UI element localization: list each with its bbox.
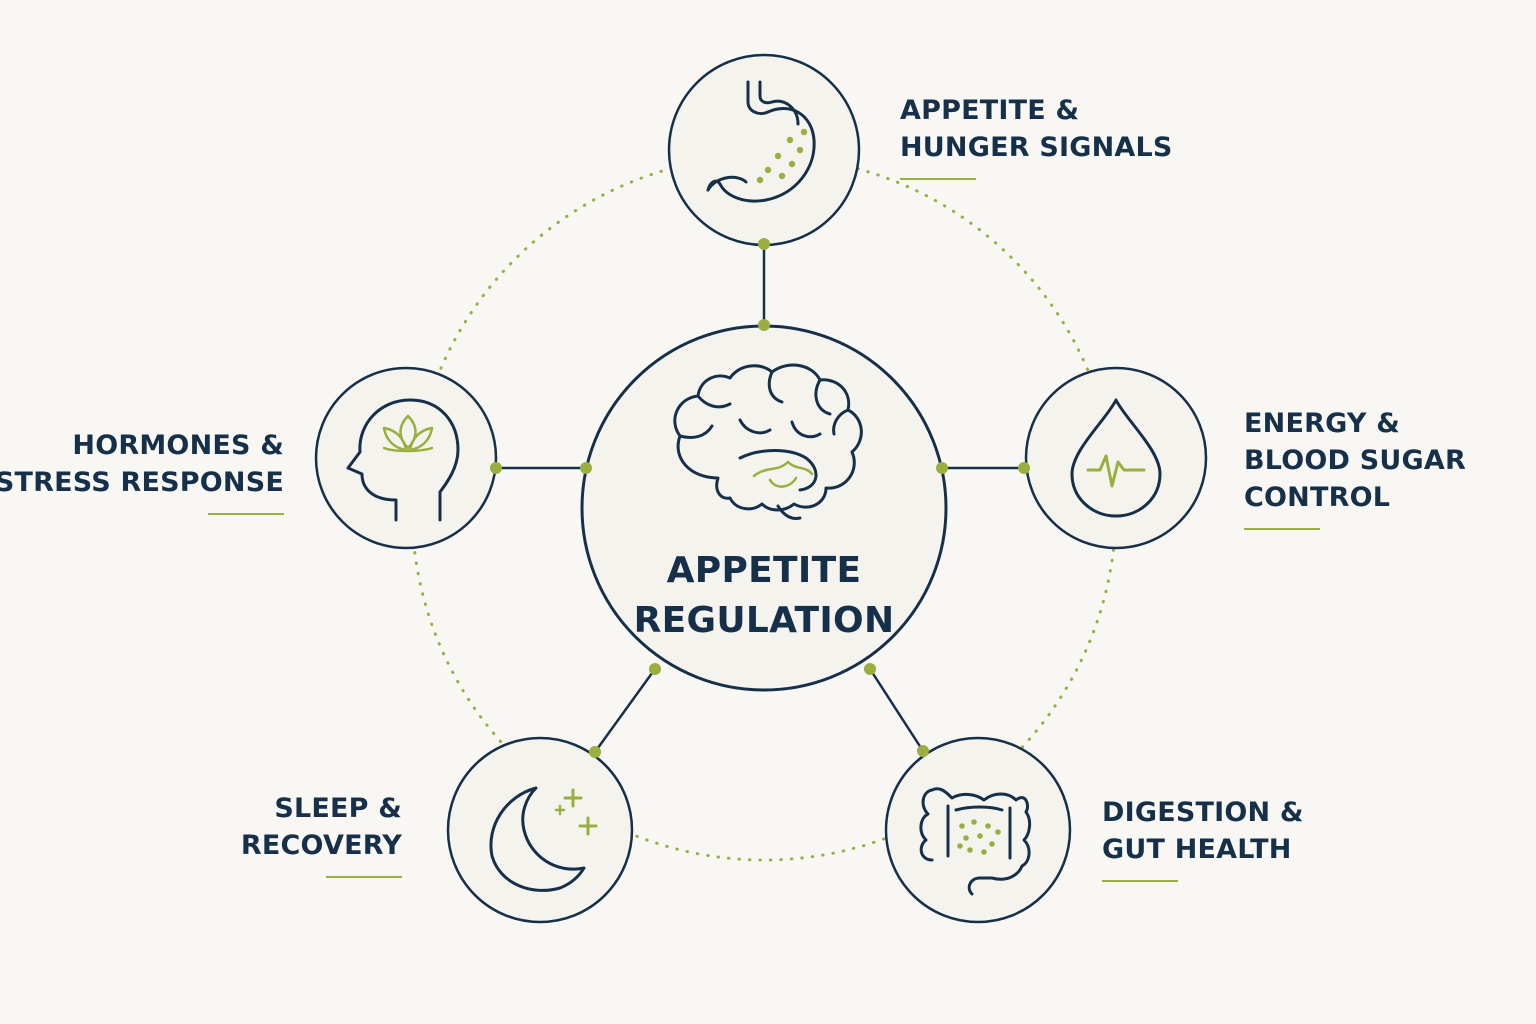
connector-dots	[490, 238, 1030, 758]
dot	[936, 462, 948, 474]
head-lotus-icon	[346, 398, 460, 522]
stomach-icon	[706, 80, 816, 203]
dot	[864, 663, 876, 675]
label-energy-underline	[1244, 528, 1320, 530]
connectors	[496, 244, 1024, 753]
stomach-dots	[756, 128, 808, 184]
label-digestion: DIGESTION & GUT HEALTH	[1102, 794, 1304, 882]
node-circle-sleep	[446, 736, 634, 924]
label-energy: ENERGY & BLOOD SUGAR CONTROL	[1244, 405, 1466, 530]
label-energy-line1: ENERGY &	[1244, 408, 1400, 439]
label-appetite-underline	[900, 178, 976, 180]
label-hormones: HORMONES & STRESS RESPONSE	[0, 427, 284, 515]
label-energy-line3: CONTROL	[1244, 482, 1391, 513]
label-energy-line2: BLOOD SUGAR	[1244, 445, 1466, 476]
label-sleep-underline	[326, 876, 402, 878]
brain-highlight	[752, 460, 814, 488]
label-hormones-line2: STRESS RESPONSE	[0, 467, 284, 498]
intestine-icon	[919, 787, 1032, 896]
connector-digestion	[868, 668, 925, 752]
brain-icon	[673, 363, 863, 520]
connector-sleep	[593, 668, 657, 753]
dot	[580, 462, 592, 474]
center-title: APPETITE REGULATION	[583, 546, 945, 646]
dot	[1018, 462, 1030, 474]
dot	[758, 238, 770, 250]
dot	[649, 663, 661, 675]
dot	[758, 319, 770, 331]
label-hormones-line1: HORMONES &	[72, 430, 284, 461]
moon-icon	[489, 786, 598, 892]
label-digestion-underline	[1102, 880, 1178, 882]
node-circle-hormones	[314, 366, 498, 550]
node-circle-appetite	[667, 53, 861, 247]
intestine-dots	[957, 819, 1001, 855]
node-circle-digestion	[884, 736, 1072, 924]
blood-drop-icon	[1070, 398, 1162, 518]
label-sleep: SLEEP & RECOVERY	[241, 790, 402, 878]
label-appetite-line1: APPETITE &	[900, 95, 1080, 126]
label-hormones-underline	[208, 513, 284, 515]
center-title-line1: APPETITE	[666, 550, 862, 591]
center-title-line2: REGULATION	[633, 600, 895, 641]
label-digestion-line2: GUT HEALTH	[1102, 834, 1292, 865]
label-sleep-line1: SLEEP &	[274, 793, 402, 824]
node-circle-energy	[1024, 366, 1208, 550]
dot	[589, 746, 601, 758]
dot	[917, 745, 929, 757]
label-sleep-line2: RECOVERY	[240, 830, 402, 861]
label-digestion-line1: DIGESTION &	[1102, 797, 1304, 828]
label-appetite-line2: HUNGER SIGNALS	[900, 132, 1173, 163]
dot	[490, 462, 502, 474]
label-appetite: APPETITE & HUNGER SIGNALS	[900, 92, 1173, 180]
